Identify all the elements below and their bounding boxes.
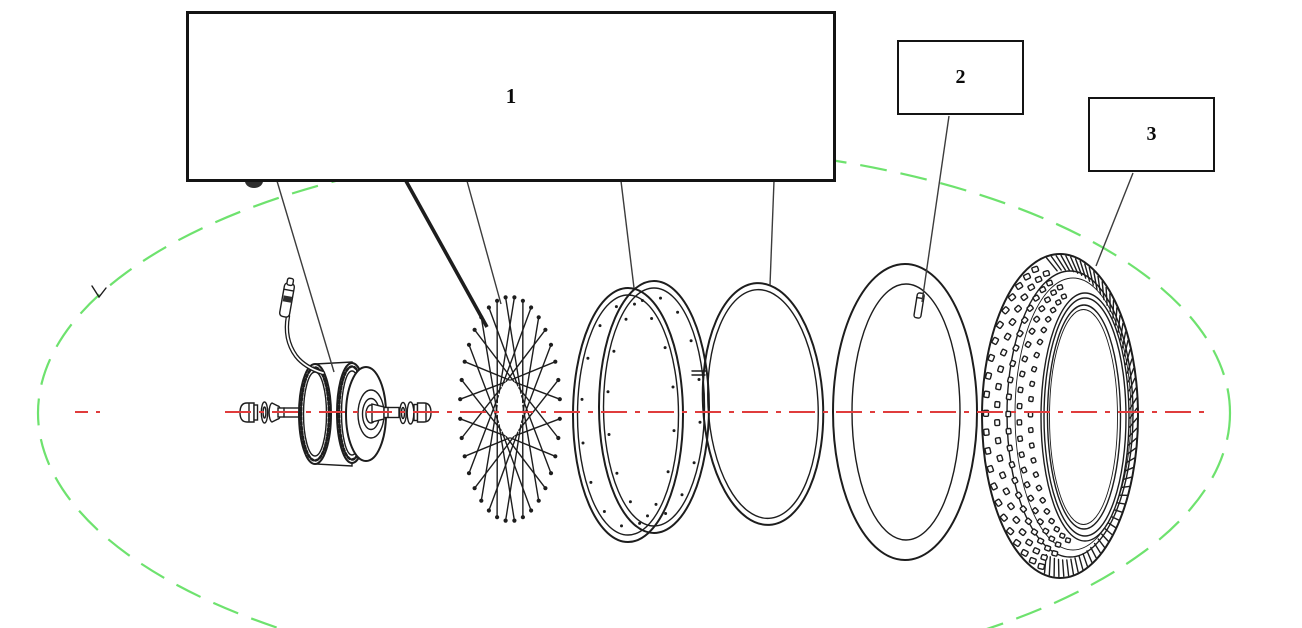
valve-stem: [913, 292, 925, 319]
callout-2-label: 2: [955, 66, 966, 88]
cable-connector: [278, 277, 296, 318]
tire-drawing: [981, 253, 1139, 579]
leader-box3-tire: [1095, 172, 1134, 267]
tire-bead: [1040, 292, 1130, 542]
enclosure-arrow-tick: [91, 285, 107, 299]
rim-back-edge: [598, 280, 710, 534]
callout-box-2: 2: [897, 40, 1024, 115]
left-flange: [298, 363, 332, 465]
hub-motor-drawing: [239, 277, 432, 467]
leader-box1-hub: [276, 180, 335, 373]
callout-box-3: 3: [1088, 97, 1215, 172]
leader-box1-strip: [769, 180, 775, 286]
rim-drawing: [572, 280, 710, 543]
rim-front-edge: [572, 287, 684, 543]
callout-1-label: 1: [505, 84, 517, 108]
leader-box1-spokes-bold: [404, 180, 489, 328]
spokes-drawing: [458, 295, 562, 523]
callout-box-1: 1: [186, 11, 836, 182]
leader-box2-tube: [921, 115, 950, 303]
connector-behind-box: [245, 181, 263, 188]
leader-box1-spokes: [466, 180, 502, 305]
rim-strip-drawing: [701, 282, 825, 526]
callout-3-label: 3: [1146, 123, 1157, 145]
leader-box1-rim: [620, 180, 635, 289]
